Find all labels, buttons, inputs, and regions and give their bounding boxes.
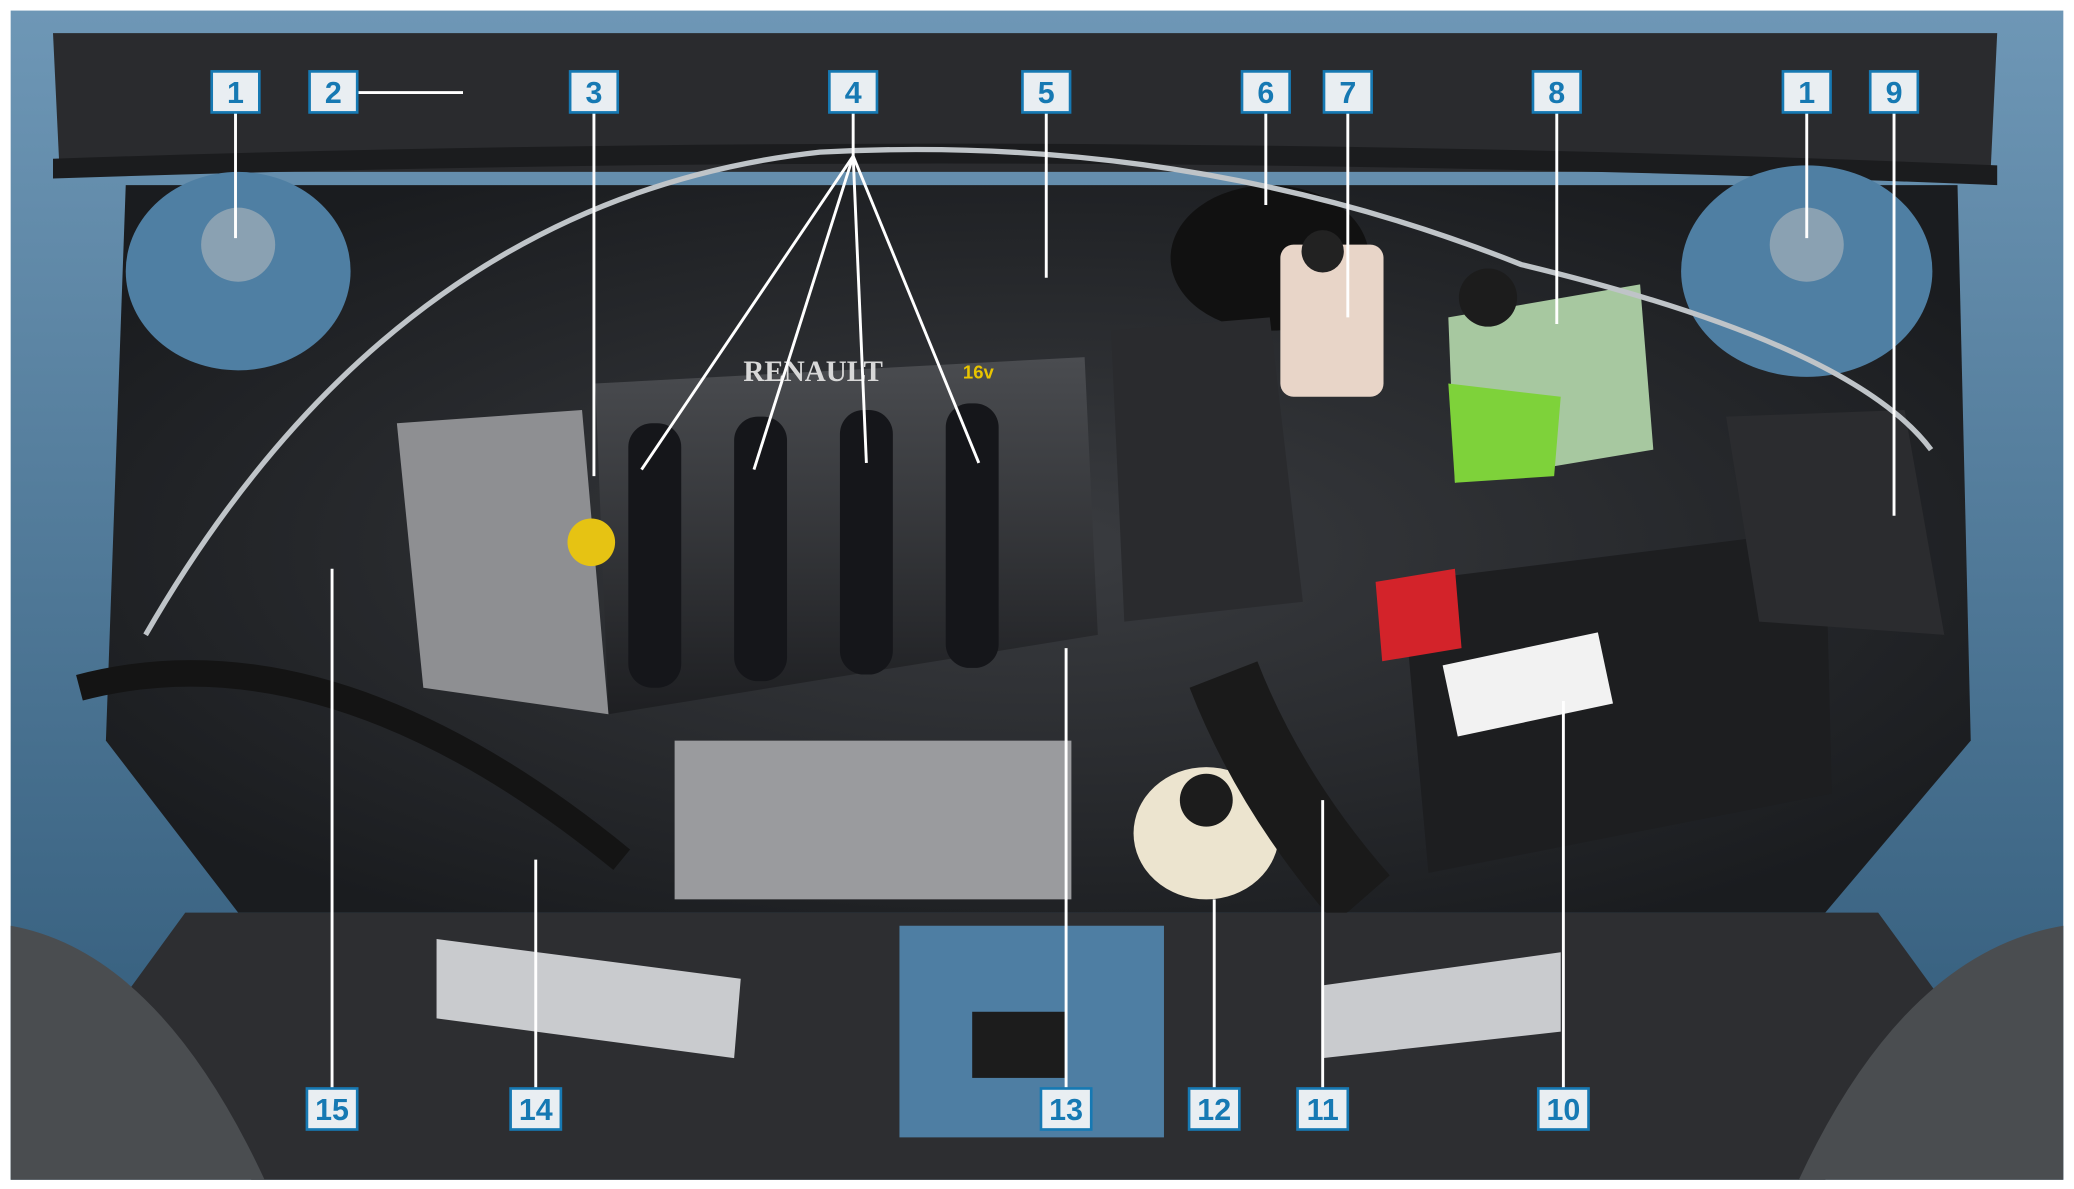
svg-text:14: 14 [519, 1093, 553, 1127]
battery [1402, 529, 1832, 873]
callout-3: 3 [568, 70, 620, 114]
callout-6: 6 [1240, 70, 1291, 114]
callout-12: 12 [1187, 1087, 1241, 1131]
power-steering-reservoir [1133, 767, 1280, 900]
callout-11: 11 [1296, 1087, 1350, 1131]
brake-fluid-reservoir [1280, 244, 1384, 397]
svg-text:15: 15 [315, 1093, 349, 1127]
svg-text:10: 10 [1546, 1093, 1580, 1127]
battery-terminal-cover [1375, 568, 1462, 662]
engine-badge: RENAULT [743, 356, 883, 388]
callout-1-right: 1 [1781, 70, 1832, 114]
svg-text:5: 5 [1038, 76, 1055, 110]
svg-text:12: 12 [1197, 1093, 1231, 1127]
svg-text:4: 4 [845, 76, 862, 110]
callout-7: 7 [1322, 70, 1373, 114]
callout-10: 10 [1536, 1087, 1590, 1131]
callout-9: 9 [1868, 70, 1920, 114]
headlight-right [1798, 925, 2064, 1180]
svg-text:9: 9 [1886, 76, 1903, 110]
svg-text:7: 7 [1339, 76, 1356, 110]
info-sticker-left [436, 939, 741, 1059]
svg-text:6: 6 [1257, 76, 1274, 110]
engine-lower [674, 740, 1072, 900]
leader-lines [234, 91, 1896, 1089]
air-filter-housing [1111, 317, 1303, 622]
callout-1-left: 1 [210, 70, 261, 114]
headlight-left [10, 925, 265, 1180]
callout-13: 13 [1039, 1087, 1093, 1131]
svg-text:3: 3 [585, 76, 602, 110]
air-intake-hose [1189, 661, 1390, 924]
engine-badge-16v: 16v [963, 361, 995, 382]
callout-2: 2 [308, 70, 359, 114]
svg-text:1: 1 [227, 76, 244, 110]
svg-text:8: 8 [1548, 76, 1565, 110]
callout-5: 5 [1021, 70, 1072, 114]
svg-text:1: 1 [1798, 76, 1815, 110]
callout-15: 15 [305, 1087, 359, 1131]
callout-14: 14 [509, 1087, 563, 1131]
fuse-box [1726, 410, 1945, 635]
svg-text:13: 13 [1049, 1093, 1083, 1127]
svg-text:2: 2 [325, 76, 342, 110]
info-sticker-right [1322, 952, 1561, 1059]
callout-8: 8 [1531, 70, 1582, 114]
oil-cap [567, 518, 616, 567]
callout-4: 4 [828, 70, 879, 114]
svg-text:11: 11 [1307, 1093, 1339, 1127]
